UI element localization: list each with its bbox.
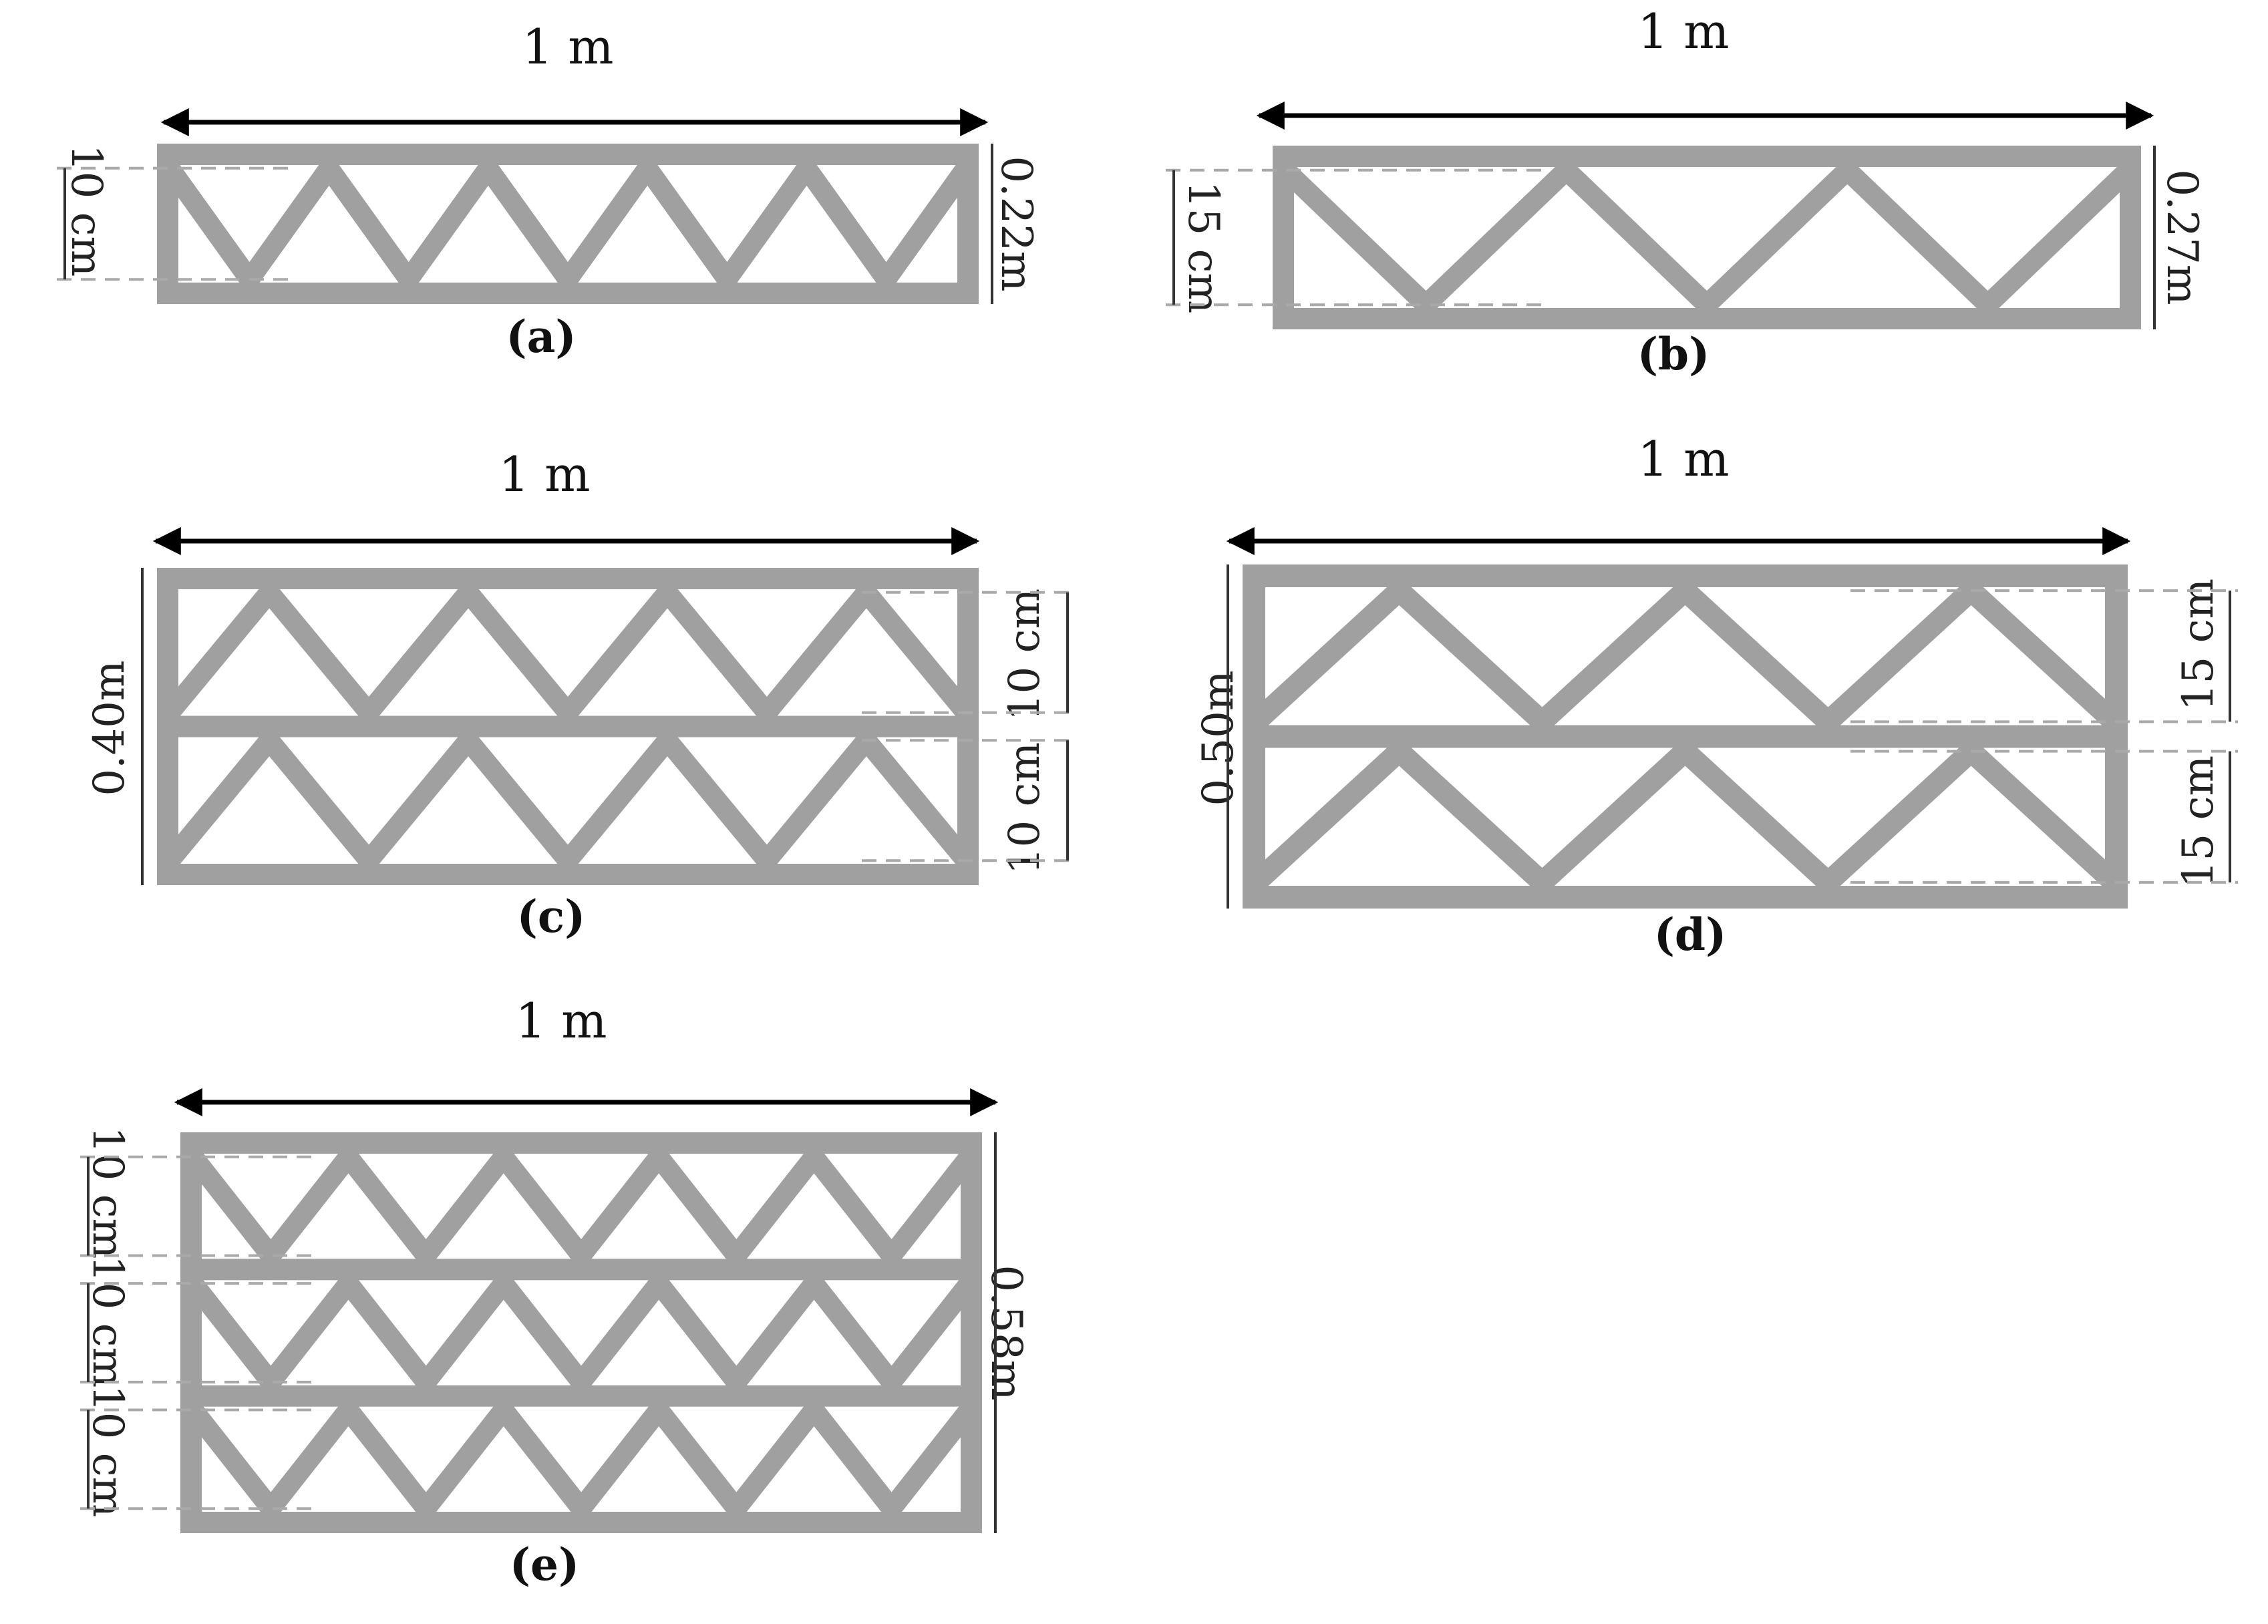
web-layer-3	[185, 1393, 977, 1525]
web-layer-1	[1249, 576, 2122, 737]
panel-c-caption: (c)	[517, 890, 586, 943]
panel-e-truss	[180, 1132, 982, 1533]
panel-d-height-label: 0.50m	[1194, 670, 1243, 806]
chord-0	[180, 1132, 982, 1154]
panel-b-truss	[1273, 146, 2141, 329]
panel-e-layer-label-3: 10 cm	[83, 1385, 132, 1517]
panel-a: 1 m 0.22m 10 cm (a)	[57, 19, 1041, 363]
panel-b-layer-label-1: 15 cm	[1178, 181, 1228, 313]
panel-e-caption: (e)	[510, 1538, 579, 1591]
chord-0	[1273, 146, 2141, 167]
panel-c-height-label: 0.40m	[85, 660, 134, 796]
web-layer-2	[185, 1267, 977, 1399]
panel-c: 1 m 0.40m 10 cm 10 cm (c)	[85, 446, 1076, 943]
web-layer-2	[162, 724, 974, 877]
panel-d-width-label: 1 m	[1638, 431, 1730, 487]
chord-0	[157, 144, 979, 165]
web-layer-1	[162, 576, 974, 729]
panel-b: 1 m 0.27m 15 cm (b)	[1166, 3, 2207, 380]
panel-e-width-label: 1 m	[516, 993, 607, 1049]
panel-d-layer-label-1: 15 cm	[2174, 579, 2223, 711]
panel-d-layer-label-2: 15 cm	[2174, 756, 2223, 888]
panel-a-caption: (a)	[506, 311, 576, 363]
web-layer-1	[161, 150, 975, 297]
web-layer-1	[1278, 156, 2136, 319]
left-post	[180, 1132, 202, 1533]
right-post	[961, 1132, 982, 1533]
chord-0	[157, 568, 979, 589]
panel-a-width-label: 1 m	[522, 19, 614, 75]
panel-c-width-label: 1 m	[499, 446, 591, 502]
panel-e: 1 m 0.58m 10 cm 10 cm 10 cm (e)	[80, 993, 1031, 1591]
chord-2	[1243, 886, 2128, 909]
panel-e-layer-label-1: 10 cm	[83, 1126, 132, 1259]
panel-a-layer-label-1: 10 cm	[61, 144, 111, 277]
panel-b-height-label: 0.27m	[2157, 169, 2207, 305]
panel-b-width-label: 1 m	[1638, 3, 1730, 59]
panel-d-caption: (d)	[1654, 909, 1727, 961]
panel-c-layer-label-2: 10 cm	[1000, 742, 1049, 874]
web-layer-2	[1249, 736, 2122, 897]
panel-c-truss	[157, 568, 979, 885]
panel-b-caption: (b)	[1637, 328, 1710, 380]
panel-a-truss	[157, 144, 979, 304]
panel-d-truss	[1243, 564, 2128, 909]
panel-a-height-label: 0.22m	[991, 156, 1041, 291]
panel-d: 1 m 0.50m 15 cm 15 cm (d)	[1194, 431, 2238, 961]
web-layer-1	[185, 1140, 977, 1273]
panel-c-layer-label-1: 10 cm	[1000, 589, 1049, 721]
panel-e-layer-label-2: 10 cm	[83, 1255, 132, 1388]
panel-e-height-label: 0.58m	[981, 1265, 1031, 1400]
